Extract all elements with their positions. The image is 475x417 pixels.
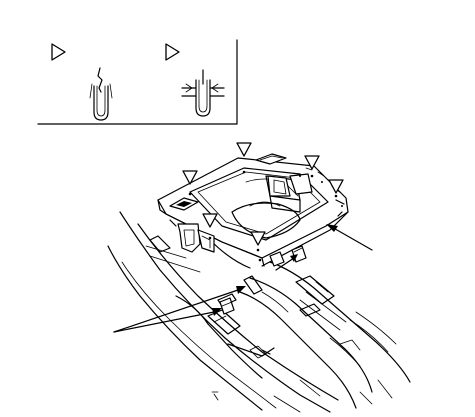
arrowhead-icon: [290, 254, 298, 262]
triangle-marker-icon-4: [328, 179, 344, 194]
arrowhead-icon: [212, 308, 222, 316]
leader-arrows: [113, 224, 373, 333]
clip-dots: [188, 170, 343, 262]
leader-line-upper: [113, 289, 239, 333]
center-console-body: [107, 211, 411, 413]
console-cover-panel: [157, 153, 349, 267]
triangle-marker-icon-3: [304, 155, 320, 170]
arrow-lower-clip: [275, 257, 295, 271]
triangle-marker-icon-5: [202, 213, 218, 228]
triangle-marker-icon-1: [182, 170, 198, 185]
legend-triangle-marker-icon-1: [51, 43, 66, 61]
clip-insert-illustration: [181, 69, 225, 117]
triangle-marker-icon-2: [236, 142, 252, 157]
callout-markers: [182, 142, 344, 246]
arrowhead-icon: [236, 286, 246, 294]
leader-line-lower: [113, 311, 215, 333]
legend-frame: [37, 39, 238, 125]
legend-box: [37, 39, 238, 125]
arrowhead-icon: [326, 224, 338, 232]
legend-triangle-marker-icon-2: [165, 43, 180, 61]
clip-release-illustration: [89, 67, 113, 121]
arrow-panel-edge: [329, 225, 373, 251]
triangle-marker-icon-6: [250, 231, 266, 246]
